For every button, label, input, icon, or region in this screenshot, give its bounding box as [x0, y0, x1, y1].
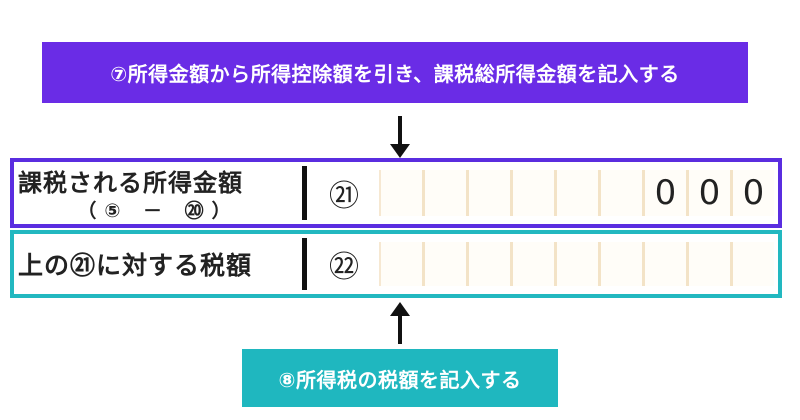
amount-cells: 0 0 0	[379, 170, 774, 216]
amount-cell[interactable]	[510, 170, 554, 216]
instruction-banner-top: ⑦所得金額から所得控除額を引き、課税総所得金額を記入する	[42, 42, 748, 103]
amount-cells	[379, 242, 774, 286]
amount-cell[interactable]	[379, 242, 422, 286]
form-row-taxable-income: 課税される所得金額 （⑤ － ⑳） ㉑ 0 0 0	[10, 158, 782, 228]
arrow-up-icon	[390, 302, 410, 344]
amount-cell[interactable]	[642, 242, 686, 286]
label-formula: （⑤ － ⑳）	[77, 200, 239, 222]
instruction-banner-bottom: ⑧所得税の税額を記入する	[242, 349, 558, 407]
row-label-tax-amount: 上の㉑に対する税額	[18, 234, 298, 294]
label-main: 上の㉑に対する税額	[18, 251, 253, 280]
amount-cell[interactable]	[686, 242, 730, 286]
amount-cell[interactable]	[510, 242, 554, 286]
amount-cell[interactable]	[379, 170, 422, 216]
amount-cell[interactable]	[422, 242, 466, 286]
row-divider	[302, 238, 307, 290]
amount-cell[interactable]	[730, 242, 774, 286]
row-number-22: ㉒	[329, 250, 359, 285]
row-divider	[302, 166, 307, 220]
amount-cell[interactable]: 0	[642, 170, 686, 216]
amount-cell[interactable]	[422, 170, 466, 216]
amount-cell[interactable]	[598, 170, 642, 216]
row-number-21: ㉑	[329, 179, 359, 214]
amount-cell[interactable]	[466, 242, 510, 286]
amount-cell[interactable]	[598, 242, 642, 286]
amount-cell[interactable]	[466, 170, 510, 216]
amount-cell[interactable]	[554, 242, 598, 286]
label-main: 課税される所得金額	[18, 169, 243, 197]
form-row-tax-amount: 上の㉑に対する税額 ㉒	[10, 230, 782, 298]
arrow-down-icon	[390, 116, 410, 158]
row-label-taxable-income: 課税される所得金額 （⑤ － ⑳）	[18, 162, 298, 224]
amount-cell[interactable]	[554, 170, 598, 216]
amount-cell[interactable]: 0	[730, 170, 774, 216]
amount-cell[interactable]: 0	[686, 170, 730, 216]
